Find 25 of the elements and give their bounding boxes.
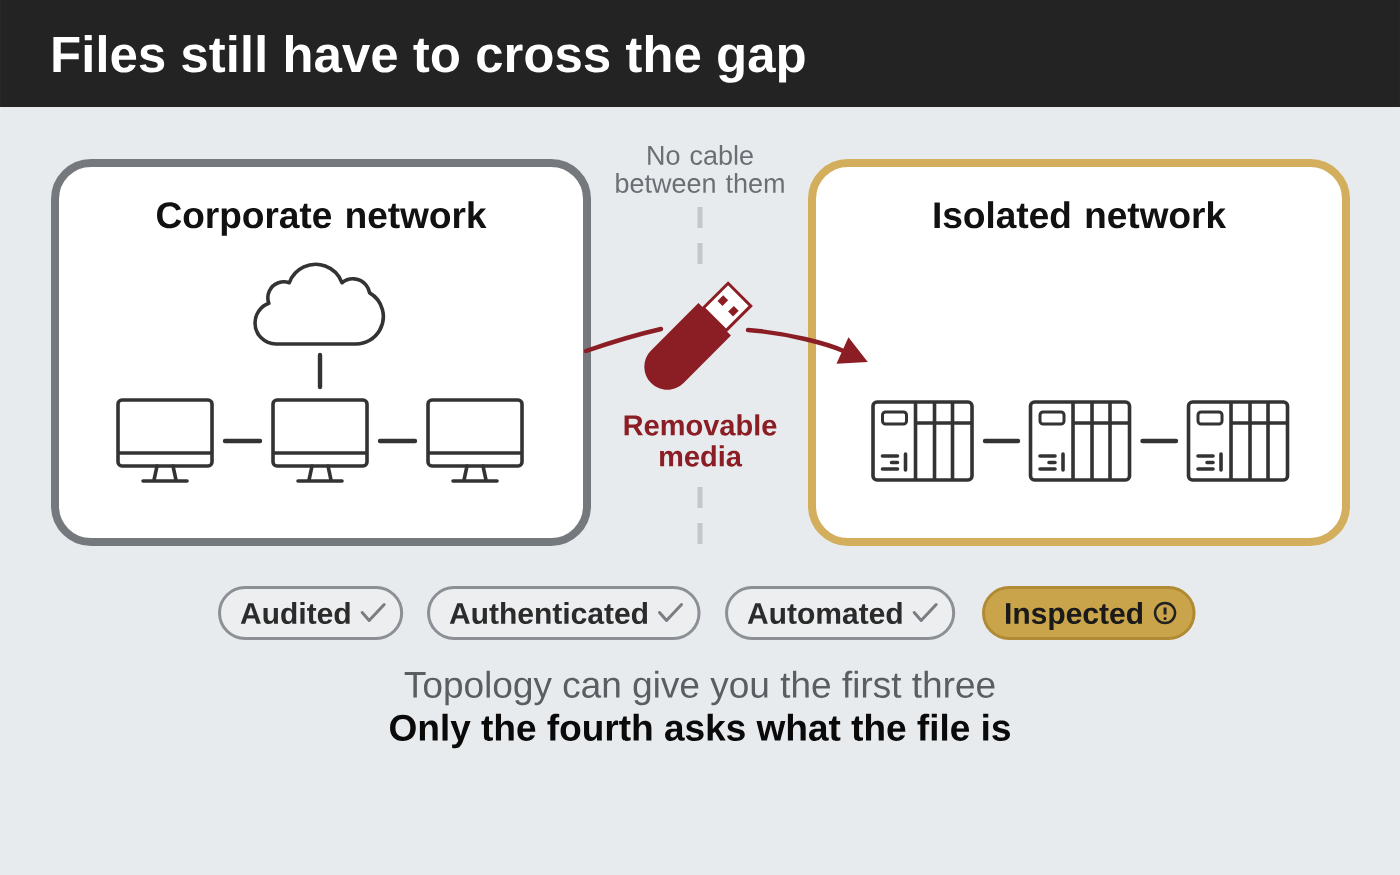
cloud-icon [253, 262, 386, 346]
status-pill: Audited [218, 586, 404, 640]
monitor-icon [116, 398, 214, 483]
caption-line: Topology can give you the first three [404, 670, 995, 706]
node-label: Removable media [624, 414, 777, 467]
monitor-icon [426, 398, 524, 483]
connector-line [377, 438, 418, 444]
server-icon [871, 400, 974, 482]
caption-line: Only the fourth asks what the file is [390, 713, 1010, 749]
server-icon [1028, 400, 1132, 482]
connector-line [982, 438, 1021, 444]
header-bar: Files still have to cross the gap [0, 0, 1400, 107]
server-icon [1186, 400, 1290, 482]
connector-line [583, 326, 664, 354]
monitor-icon [271, 398, 369, 483]
connector-line [222, 438, 263, 444]
network-panel: Corporate network [51, 159, 591, 546]
network-panel: Isolated network [808, 159, 1350, 546]
status-pill: Authenticated [427, 586, 701, 640]
note: No cable between them [616, 145, 784, 193]
status-pill: Inspected [982, 586, 1196, 640]
status-pill: Automated [725, 586, 956, 640]
usb-stick-icon [644, 281, 753, 390]
connector-line [317, 352, 323, 390]
connector-line [1140, 438, 1179, 444]
